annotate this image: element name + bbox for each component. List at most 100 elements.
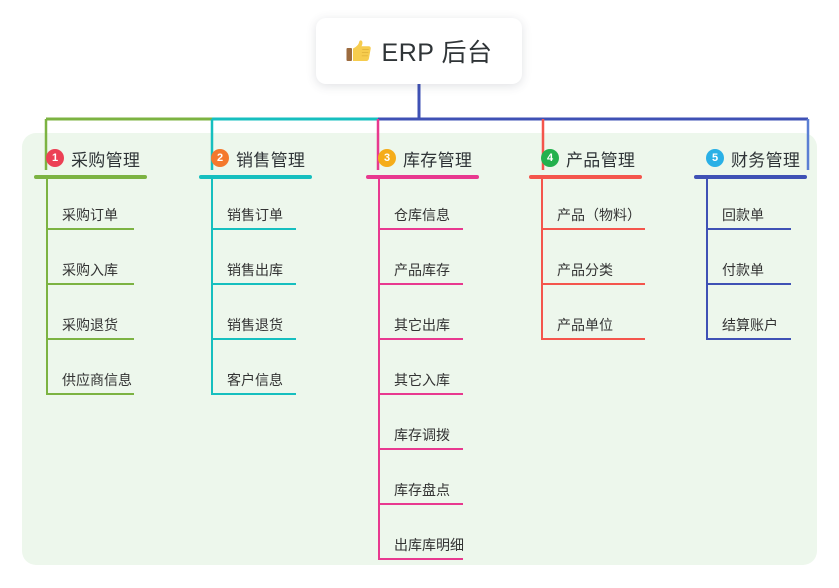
leaf-item-label: 产品（物料） [557, 207, 641, 223]
leaf-item[interactable]: 产品单位 [529, 289, 679, 344]
leaf-item-underline [378, 448, 463, 450]
leaf-item[interactable]: 采购入库 [34, 234, 184, 289]
leaf-item-label: 其它出库 [394, 317, 450, 333]
leaf-item-underline [46, 283, 134, 285]
leaf-item-label: 销售订单 [227, 207, 283, 223]
diagram-board [22, 133, 817, 565]
column-badge-5: 5 [706, 149, 724, 167]
leaf-item-underline [541, 283, 645, 285]
column-spine-4 [541, 179, 543, 340]
leaf-item-underline [378, 393, 463, 395]
column-title-5: 财务管理 [731, 150, 801, 170]
leaf-item-label: 回款单 [722, 207, 764, 223]
leaf-item[interactable]: 供应商信息 [34, 344, 184, 399]
column-spine-3 [378, 179, 380, 560]
column-underline-2 [199, 175, 312, 179]
leaf-item-underline [706, 338, 791, 340]
leaf-item[interactable]: 结算账户 [694, 289, 839, 344]
leaf-item-label: 产品库存 [394, 262, 450, 278]
leaf-item[interactable]: 采购退货 [34, 289, 184, 344]
leaf-item-label: 库存盘点 [394, 482, 450, 498]
leaf-item[interactable]: 付款单 [694, 234, 839, 289]
column-badge-1: 1 [46, 149, 64, 167]
leaf-item-label: 供应商信息 [62, 372, 132, 388]
column-5: 5 财务管理回款单付款单结算账户 [694, 146, 839, 344]
leaf-item-label: 采购入库 [62, 262, 118, 278]
leaf-item-underline [378, 558, 463, 560]
column-header-2[interactable]: 2 销售管理 [199, 146, 349, 170]
column-underline-5 [694, 175, 807, 179]
leaf-item[interactable]: 库存调拨 [366, 399, 516, 454]
leaf-item-underline [378, 283, 463, 285]
column-underline-4 [529, 175, 642, 179]
leaf-item[interactable]: 出库库明细 [366, 509, 516, 564]
leaf-item[interactable]: 产品库存 [366, 234, 516, 289]
leaf-item-underline [46, 228, 134, 230]
leaf-item-label: 产品单位 [557, 317, 613, 333]
leaf-item[interactable]: 产品分类 [529, 234, 679, 289]
leaf-item-underline [211, 283, 296, 285]
leaf-item[interactable]: 产品（物料） [529, 179, 679, 234]
leaf-item-underline [378, 228, 463, 230]
column-header-4[interactable]: 4 产品管理 [529, 146, 679, 170]
leaf-item-underline [211, 228, 296, 230]
column-2: 2 销售管理销售订单销售出库销售退货客户信息 [199, 146, 349, 399]
column-spine-1 [46, 179, 48, 395]
column-badge-4: 4 [541, 149, 559, 167]
leaf-item[interactable]: 仓库信息 [366, 179, 516, 234]
leaf-item[interactable]: 销售订单 [199, 179, 349, 234]
column-underline-1 [34, 175, 147, 179]
leaf-item-label: 销售退货 [227, 317, 283, 333]
leaf-item-label: 采购退货 [62, 317, 118, 333]
leaf-item-underline [211, 338, 296, 340]
leaf-item-underline [378, 503, 463, 505]
column-items-5: 回款单付款单结算账户 [694, 179, 839, 344]
column-items-1: 采购订单采购入库采购退货供应商信息 [34, 179, 184, 399]
leaf-item-label: 其它入库 [394, 372, 450, 388]
leaf-item[interactable]: 回款单 [694, 179, 839, 234]
leaf-item-underline [541, 228, 645, 230]
column-4: 4 产品管理产品（物料） 产品分类产品单位 [529, 146, 679, 344]
leaf-item-label: 仓库信息 [394, 207, 450, 223]
leaf-item[interactable]: 其它入库 [366, 344, 516, 399]
column-items-2: 销售订单销售出库销售退货客户信息 [199, 179, 349, 399]
leaf-item[interactable]: 销售退货 [199, 289, 349, 344]
leaf-item-label: 付款单 [722, 262, 764, 278]
leaf-item-label: 销售出库 [227, 262, 283, 278]
leaf-item-underline [706, 283, 791, 285]
leaf-item-label: 产品分类 [557, 262, 613, 278]
root-title: ERP 后台 [381, 39, 493, 67]
leaf-item-underline [378, 338, 463, 340]
leaf-item[interactable]: 其它出库 [366, 289, 516, 344]
column-1: 1 采购管理采购订单采购入库采购退货供应商信息 [34, 146, 184, 399]
column-underline-3 [366, 175, 479, 179]
leaf-item-underline [46, 338, 134, 340]
leaf-item-label: 出库库明细 [394, 537, 464, 553]
column-items-4: 产品（物料） 产品分类产品单位 [529, 179, 679, 344]
leaf-item-label: 采购订单 [62, 207, 118, 223]
leaf-item[interactable]: 采购订单 [34, 179, 184, 234]
column-title-4: 产品管理 [566, 150, 636, 170]
leaf-item-label: 结算账户 [722, 317, 778, 333]
column-badge-2: 2 [211, 149, 229, 167]
column-title-2: 销售管理 [236, 150, 306, 170]
leaf-item-label: 库存调拨 [394, 427, 450, 443]
leaf-item-label: 客户信息 [227, 372, 283, 388]
column-title-1: 采购管理 [71, 150, 141, 170]
leaf-item-underline [706, 228, 791, 230]
thumbs-up-icon [346, 40, 371, 61]
leaf-item[interactable]: 库存盘点 [366, 454, 516, 509]
column-header-1[interactable]: 1 采购管理 [34, 146, 184, 170]
column-spine-5 [706, 179, 708, 340]
column-spine-2 [211, 179, 213, 395]
leaf-item[interactable]: 客户信息 [199, 344, 349, 399]
leaf-item-underline [211, 393, 296, 395]
column-header-5[interactable]: 5 财务管理 [694, 146, 839, 170]
root-node[interactable]: ERP 后台 [316, 18, 522, 84]
leaf-item-underline [46, 393, 134, 395]
column-badge-3: 3 [378, 149, 396, 167]
leaf-item[interactable]: 销售出库 [199, 234, 349, 289]
